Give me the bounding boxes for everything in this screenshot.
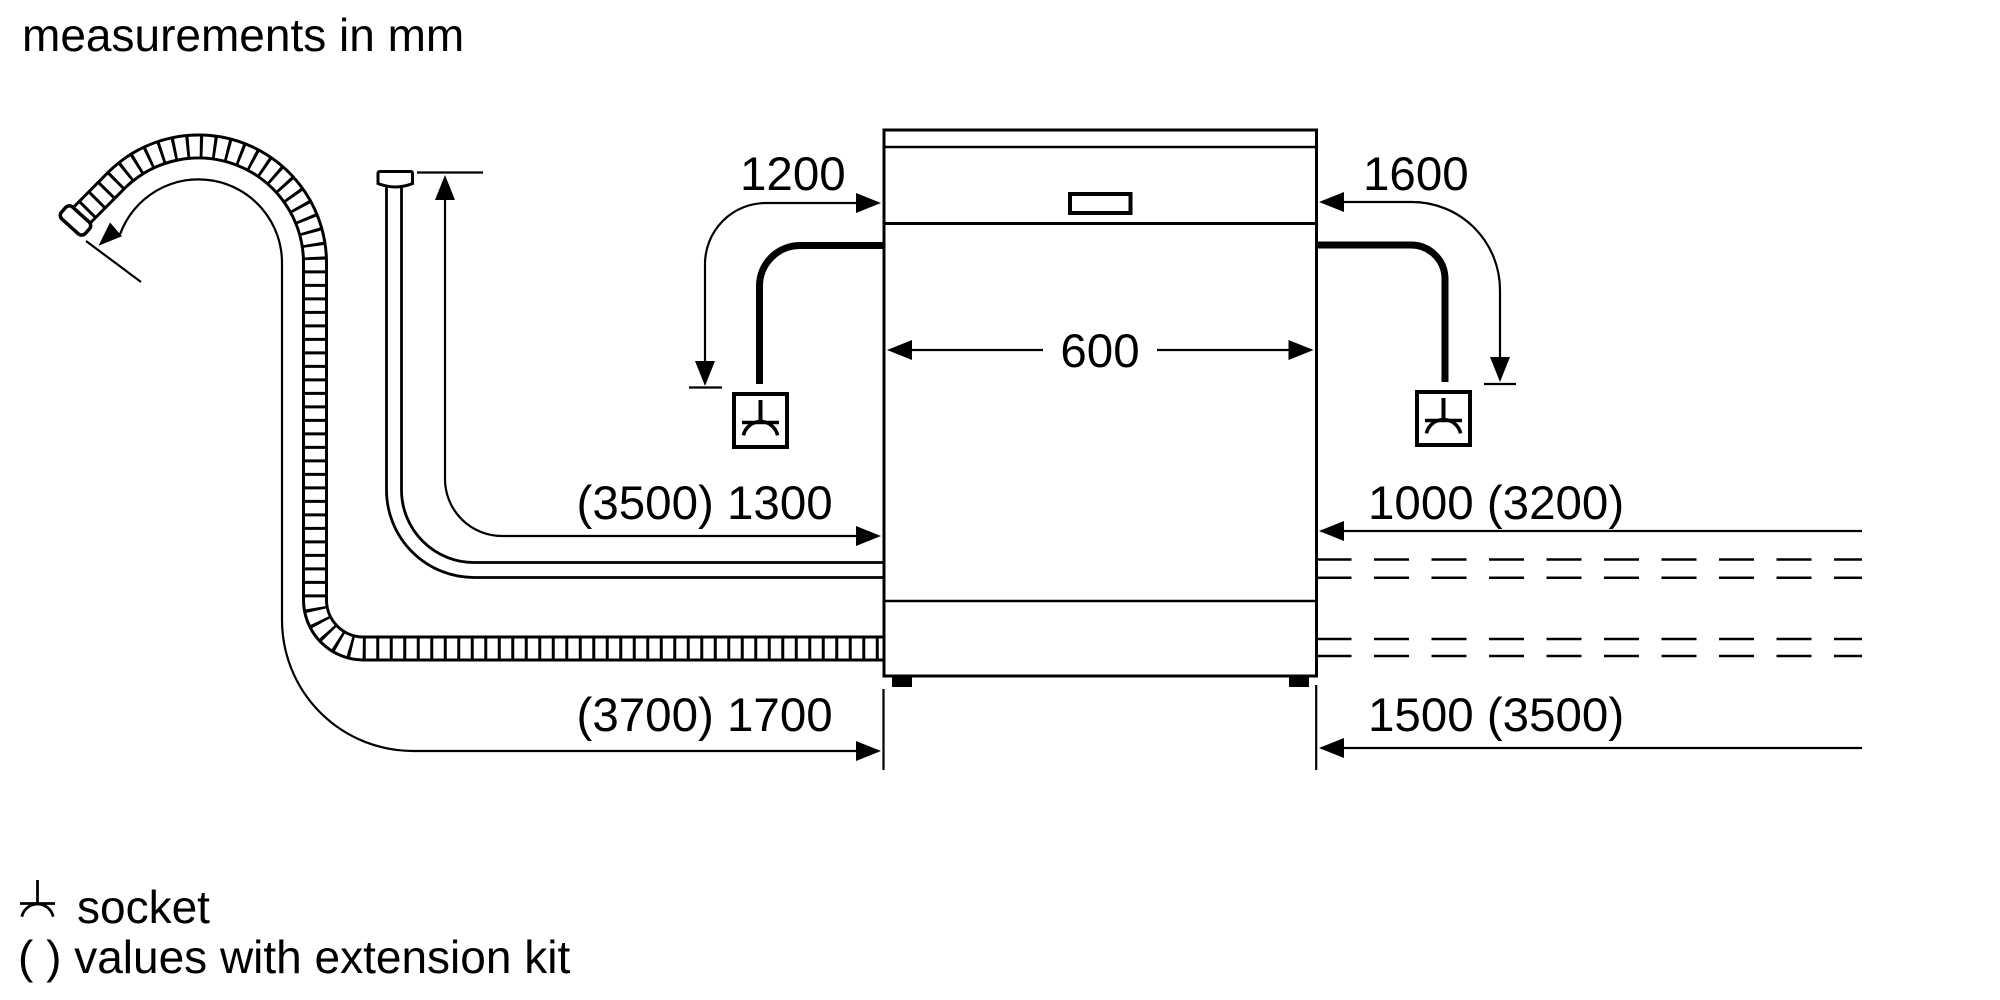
svg-text:(3500) 1300: (3500) 1300 xyxy=(577,477,833,530)
svg-text:1500 (3500): 1500 (3500) xyxy=(1368,689,1624,742)
svg-text:measurements in mm: measurements in mm xyxy=(22,9,464,61)
svg-text:1000 (3200): 1000 (3200) xyxy=(1368,477,1624,530)
svg-text:socket: socket xyxy=(77,881,210,933)
svg-text:( ) values with extension kit: ( ) values with extension kit xyxy=(18,931,570,983)
svg-text:(3700) 1700: (3700) 1700 xyxy=(577,689,833,742)
svg-text:1200: 1200 xyxy=(740,148,846,201)
svg-text:600: 600 xyxy=(1060,325,1139,378)
svg-text:1600: 1600 xyxy=(1363,148,1469,201)
